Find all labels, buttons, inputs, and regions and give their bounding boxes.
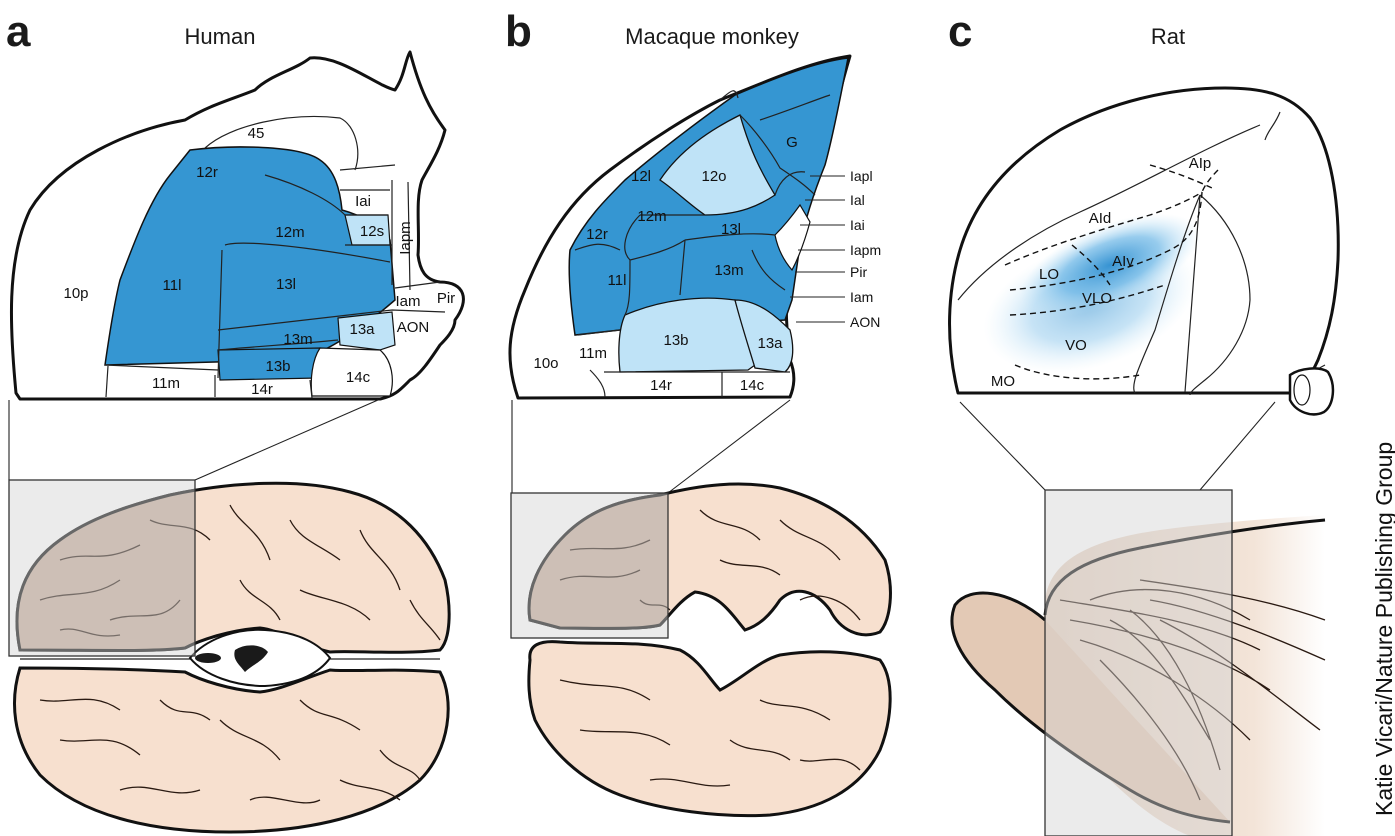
macaque-side-label-iapl: Iapl <box>850 168 873 184</box>
human-optic-chiasm <box>234 645 268 672</box>
human-region-Iam-label: Iam <box>395 293 420 310</box>
rat-borders <box>957 111 1326 406</box>
rat-region-AId-label: AId <box>1089 210 1112 227</box>
macaque-side-label-ial: Ial <box>850 192 865 208</box>
rat-zoom-line-right <box>1199 401 1276 491</box>
macaque-side-label-pir: Pir <box>850 264 867 280</box>
human-region-45-label: 45 <box>248 125 265 142</box>
rat-brain-illustration <box>950 489 1326 836</box>
rat-cortex-outline <box>948 86 1340 395</box>
macaque-region-13m-label: 13m <box>714 262 743 279</box>
macaque-region-G-label: G <box>786 134 798 151</box>
human-region-10p-label: 10p <box>63 285 88 302</box>
panel-letter-b: b <box>505 7 532 56</box>
rat-region-AIp-label: AIp <box>1189 155 1212 172</box>
macaque-region-13a-fill <box>734 299 794 373</box>
rat-region-MO-label: MO <box>991 373 1015 390</box>
human-cortex-outline <box>9 50 465 401</box>
panel-title-human: Human <box>185 24 256 49</box>
human-region-14c-fill <box>310 347 393 397</box>
human-region-13a-fill <box>337 311 396 351</box>
human-olfactory-bulb <box>195 653 221 663</box>
macaque-zoom-line-right <box>667 399 791 494</box>
panel-a: a Human 45 12r Iai 12s 12m Iapm 10p 11l … <box>6 7 465 834</box>
macaque-region-13b-label: 13b <box>663 332 688 349</box>
human-region-14c-label: 14c <box>346 369 371 386</box>
human-zoom-line-right <box>194 399 379 481</box>
human-region-13l-label: 13l <box>276 276 296 293</box>
rat-olfactory-stub-ring <box>1293 374 1311 406</box>
human-region-13b-label: 13b <box>265 358 290 375</box>
human-region-12s-label: 12s <box>360 223 384 240</box>
macaque-region-12m-label: 12m <box>637 208 666 225</box>
human-region-Pir-label: Pir <box>437 290 455 307</box>
human-inset-box <box>8 479 196 657</box>
macaque-region-11m-label: 11m <box>579 345 607 362</box>
panel-c: c Rat AIp AId AIv LO VLO VO MO <box>948 7 1340 836</box>
macaque-region-12o-fill <box>659 114 776 216</box>
human-brain-highlighted-frontal <box>15 488 195 652</box>
macaque-brain-lower-hemisphere <box>527 640 892 818</box>
macaque-inset-box <box>510 492 669 639</box>
human-brain-right-hemisphere <box>13 666 450 834</box>
panel-title-rat: Rat <box>1151 24 1185 49</box>
human-region-14r-label: 14r <box>251 381 273 398</box>
human-region-12r-label: 12r <box>196 164 218 181</box>
human-region-13m-label: 13m <box>283 331 312 348</box>
rat-fibers <box>1059 579 1326 801</box>
macaque-insula-white <box>774 203 811 272</box>
rat-dashed-boundaries <box>1004 164 1219 380</box>
macaque-region-12r-label: 12r <box>586 226 608 243</box>
rat-zoom-line-left <box>959 401 1046 491</box>
macaque-region-12o-label: 12o <box>701 168 726 185</box>
macaque-region-11l-label: 11l <box>608 272 627 289</box>
macaque-side-label-iai: Iai <box>850 217 865 233</box>
human-sulci <box>39 504 441 804</box>
human-region-AON-label: AON <box>397 319 430 336</box>
rat-olfactory-bulb <box>950 591 1231 824</box>
panel-title-macaque: Macaque monkey <box>625 24 799 49</box>
rat-region-AIv-label: AIv <box>1112 253 1134 270</box>
human-region-13a-label: 13a <box>349 321 375 338</box>
rat-region-map: AIp AId AIv LO VLO VO MO <box>948 86 1340 416</box>
macaque-brain-highlighted-frontal <box>527 493 668 630</box>
macaque-region-14c-label: 14c <box>740 377 765 394</box>
rat-region-VO-label: VO <box>1065 337 1087 354</box>
macaque-side-label-iam: Iam <box>850 289 873 305</box>
macaque-region-14r-label: 14r <box>650 377 672 394</box>
human-region-Iapm-label: Iapm <box>397 221 414 254</box>
macaque-region-map: G 12o 12l 12m 13l 12r 13m 11l 13b 13a 11… <box>508 54 881 400</box>
macaque-side-label-aon: AON <box>850 314 880 330</box>
macaque-region-13a-label: 13a <box>757 335 783 352</box>
human-region-11l-label: 11l <box>163 277 182 294</box>
image-credit: Katie Vicari/Nature Publishing Group <box>1371 442 1395 816</box>
macaque-borders <box>574 90 831 398</box>
human-region-11m-label: 11m <box>152 375 180 392</box>
macaque-side-label-iapm: Iapm <box>850 242 881 258</box>
human-brain-illustration <box>8 479 451 834</box>
human-region-12m-label: 12m <box>275 224 304 241</box>
rat-region-LO-label: LO <box>1039 266 1059 283</box>
macaque-brain-illustration <box>510 482 892 818</box>
panel-b: b Macaque monkey G 12o 12l 12m 13l 12r 1… <box>505 7 892 818</box>
panel-letter-c: c <box>948 7 972 56</box>
macaque-region-12l-label: 12l <box>631 168 651 185</box>
human-region-Iai-label: Iai <box>355 193 371 210</box>
rat-region-VLO-label: VLO <box>1082 290 1112 307</box>
rat-brain-dorsal-outline <box>1043 518 1326 616</box>
human-region-map: 45 12r Iai 12s 12m Iapm 10p 11l 13l Iam … <box>9 50 465 401</box>
panel-letter-a: a <box>6 7 31 56</box>
macaque-region-10o-label: 10o <box>533 355 558 372</box>
macaque-region-13l-label: 13l <box>721 221 741 238</box>
macaque-sulci <box>559 509 861 787</box>
human-borders <box>104 115 446 399</box>
rat-inset-box <box>1044 489 1233 836</box>
rat-olfactory-stub <box>1288 367 1335 416</box>
rat-ofc-glow-inner <box>1020 213 1200 317</box>
